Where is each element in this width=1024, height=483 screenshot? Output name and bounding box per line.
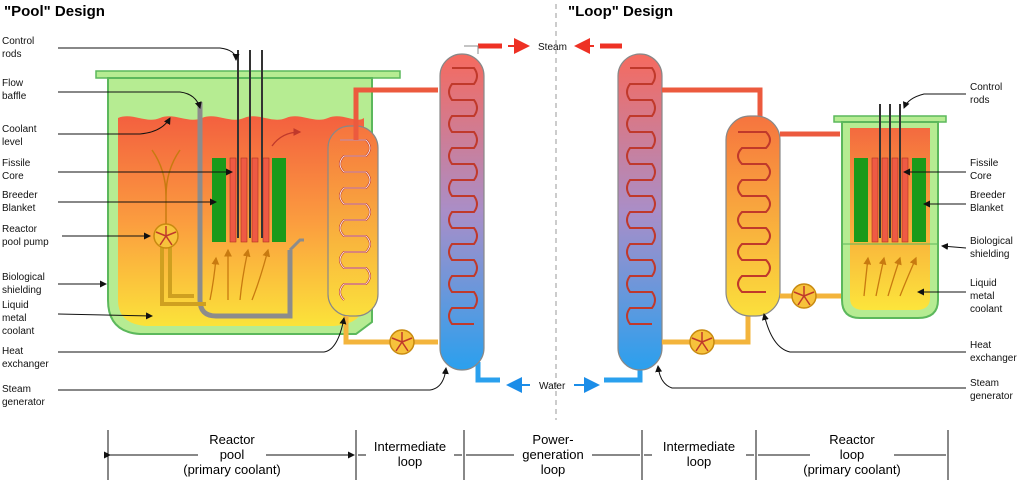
loop-breeder-right: [912, 158, 926, 242]
pool-fissile-1: [229, 157, 237, 243]
pool-design-title: "Pool" Design: [4, 3, 105, 20]
pool-flow-baffle: [197, 102, 293, 319]
pool-steam-generator: [439, 43, 502, 383]
pool-cold-pipe: [343, 316, 390, 345]
pool-breeder-left: [212, 158, 226, 242]
pool-fissile-3: [251, 157, 259, 243]
pool-breeder-right: [272, 158, 286, 242]
loop-design-title: "Loop" Design: [568, 3, 673, 20]
pool-fissile-4: [262, 157, 270, 243]
loop-intermediate: [662, 87, 846, 355]
pool-vessel-lid: [95, 70, 401, 79]
pool-hot-pipe: [353, 87, 438, 140]
loop-heat-exchanger: [725, 115, 781, 317]
pool-fissile-2: [240, 157, 248, 243]
loop-breeder-left: [854, 158, 868, 242]
pool-reactor: [95, 50, 438, 355]
loop-steam-generator: [600, 43, 663, 383]
water-label: Water: [539, 381, 566, 392]
steam-label: Steam: [538, 42, 567, 53]
loop-reactor: [833, 104, 947, 319]
